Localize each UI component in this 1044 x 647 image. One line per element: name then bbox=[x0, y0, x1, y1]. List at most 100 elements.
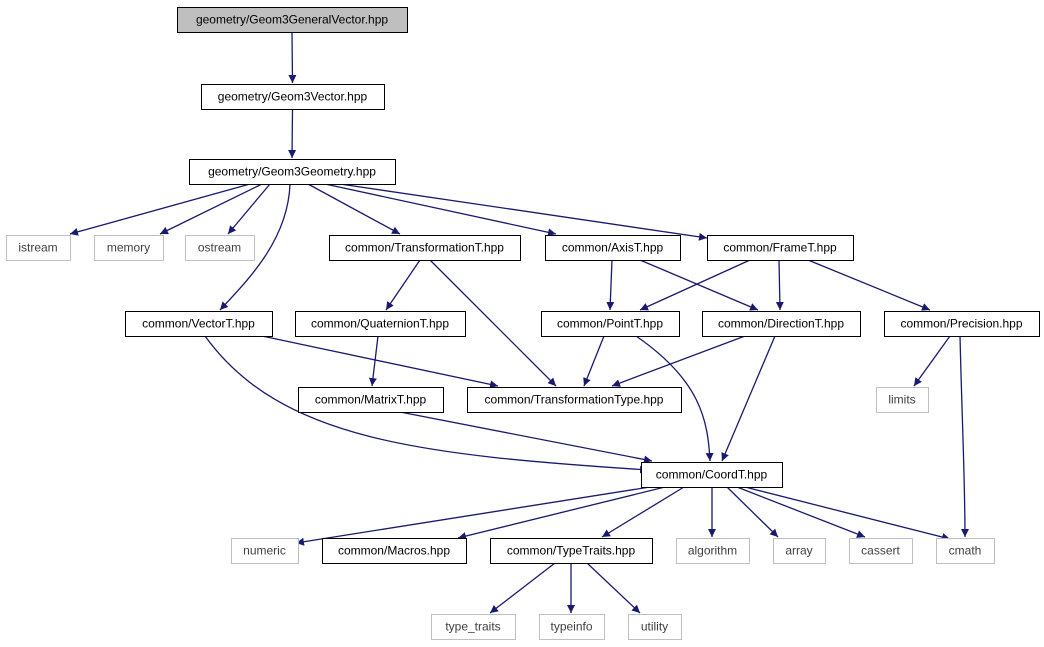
node-typeinfo: typeinfo bbox=[539, 614, 605, 640]
edge-framet-to-precision bbox=[807, 259, 931, 311]
node-label: common/FrameT.hpp bbox=[723, 241, 837, 255]
node-typetraits[interactable]: common/TypeTraits.hpp bbox=[490, 538, 653, 564]
node-label: cassert bbox=[861, 544, 900, 558]
node-box bbox=[295, 311, 466, 337]
node-box bbox=[231, 538, 299, 564]
edge-geom3geometry-to-vectort bbox=[219, 183, 291, 311]
node-box bbox=[177, 7, 408, 33]
node-box bbox=[467, 387, 682, 413]
node-label: geometry/Geom3Vector.hpp bbox=[218, 90, 368, 104]
node-label: geometry/Geom3Geometry.hpp bbox=[208, 165, 376, 179]
node-transformationtype[interactable]: common/TransformationType.hpp bbox=[467, 387, 682, 413]
edge-framet-to-pointt bbox=[639, 259, 751, 311]
node-label: array bbox=[785, 544, 812, 558]
node-axist[interactable]: common/AxisT.hpp bbox=[545, 235, 681, 261]
node-box bbox=[884, 311, 1040, 337]
node-label: common/TransformationT.hpp bbox=[345, 241, 504, 255]
node-box bbox=[322, 538, 467, 564]
node-geom3generalvector[interactable]: geometry/Geom3GeneralVector.hpp bbox=[177, 7, 408, 33]
node-matrixt[interactable]: common/MatrixT.hpp bbox=[298, 387, 444, 413]
edge-directiont-to-coordt bbox=[721, 335, 776, 462]
node-algorithm: algorithm bbox=[676, 538, 750, 564]
node-limits: limits bbox=[876, 387, 929, 413]
edge-typetraits-to-type_traits bbox=[489, 562, 556, 614]
edge-coordt-to-cmath bbox=[744, 486, 951, 541]
node-label: typeinfo bbox=[550, 620, 592, 634]
node-box bbox=[773, 538, 826, 564]
node-box bbox=[329, 235, 521, 261]
node-box bbox=[185, 235, 255, 261]
node-precision[interactable]: common/Precision.hpp bbox=[884, 311, 1040, 337]
node-label: common/PointT.hpp bbox=[557, 317, 663, 331]
node-numeric: numeric bbox=[231, 538, 299, 564]
node-label: common/Precision.hpp bbox=[900, 317, 1022, 331]
node-geom3geometry[interactable]: geometry/Geom3Geometry.hpp bbox=[189, 159, 396, 185]
node-label: common/MatrixT.hpp bbox=[315, 393, 427, 407]
node-label: common/DirectionT.hpp bbox=[718, 317, 844, 331]
node-label: common/Macros.hpp bbox=[338, 544, 450, 558]
node-pointt[interactable]: common/PointT.hpp bbox=[541, 311, 680, 337]
node-box bbox=[628, 614, 682, 640]
node-label: common/CoordT.hpp bbox=[656, 468, 768, 482]
node-label: memory bbox=[107, 241, 150, 255]
node-framet[interactable]: common/FrameT.hpp bbox=[707, 235, 854, 261]
edge-quaterniont-to-matrixt bbox=[368, 335, 379, 387]
node-utility: utility bbox=[628, 614, 682, 640]
edge-coordt-to-macros bbox=[457, 486, 666, 540]
edge-geom3geometry-to-memory bbox=[159, 183, 263, 235]
node-label: geometry/Geom3GeneralVector.hpp bbox=[196, 13, 388, 27]
node-label: common/TypeTraits.hpp bbox=[507, 544, 636, 558]
node-label: ostream bbox=[198, 241, 241, 255]
node-macros[interactable]: common/Macros.hpp bbox=[322, 538, 467, 564]
edge-geom3geometry-to-istream bbox=[69, 183, 251, 236]
edge-precision-to-cmath bbox=[959, 335, 969, 538]
edge-transformationt-to-transformationtype bbox=[429, 259, 557, 387]
node-box bbox=[539, 614, 605, 640]
node-box bbox=[702, 311, 861, 337]
node-label: cmath bbox=[949, 544, 982, 558]
edge-coordt-to-array bbox=[726, 486, 779, 538]
node-label: istream bbox=[18, 241, 57, 255]
node-box bbox=[490, 538, 653, 564]
node-quaterniont[interactable]: common/QuaternionT.hpp bbox=[295, 311, 466, 337]
node-label: common/QuaternionT.hpp bbox=[311, 317, 449, 331]
node-box bbox=[707, 235, 854, 261]
node-layer: geometry/Geom3GeneralVector.hpp geometry/… bbox=[6, 7, 1040, 640]
node-label: common/VectorT.hpp bbox=[142, 317, 255, 331]
node-box bbox=[849, 538, 913, 564]
edge-precision-to-limits bbox=[913, 335, 951, 387]
node-vectort[interactable]: common/VectorT.hpp bbox=[125, 311, 273, 337]
edge-geom3geometry-to-ostream bbox=[227, 183, 271, 235]
edge-transformationt-to-quaterniont bbox=[385, 259, 421, 311]
edge-coordt-to-typetraits bbox=[601, 486, 685, 538]
edge-axist-to-pointt bbox=[606, 259, 615, 311]
edge-typetraits-to-utility bbox=[586, 562, 641, 614]
node-label: utility bbox=[641, 620, 668, 634]
node-box bbox=[545, 235, 681, 261]
node-box bbox=[676, 538, 750, 564]
edge-coordt-to-numeric bbox=[295, 486, 651, 546]
node-type_traits: type_traits bbox=[431, 614, 516, 640]
edge-vectort-to-transformationtype bbox=[261, 335, 499, 389]
node-transformationt[interactable]: common/TransformationT.hpp bbox=[329, 235, 521, 261]
node-box bbox=[936, 538, 995, 564]
node-geom3vector[interactable]: geometry/Geom3Vector.hpp bbox=[201, 84, 385, 110]
edge-vectort-to-coordt bbox=[204, 335, 649, 474]
node-cmath: cmath bbox=[936, 538, 995, 564]
node-ostream: ostream bbox=[185, 235, 255, 261]
node-label: numeric bbox=[243, 544, 286, 558]
node-box bbox=[189, 159, 396, 185]
edge-geom3vector-to-geom3geometry bbox=[288, 108, 297, 159]
edge-geom3geometry-to-transformationt bbox=[307, 183, 401, 235]
node-coordt[interactable]: common/CoordT.hpp bbox=[641, 462, 783, 488]
node-box bbox=[876, 387, 929, 413]
edge-framet-to-directiont bbox=[775, 259, 784, 311]
edge-geom3generalvector-to-geom3vector bbox=[288, 31, 297, 84]
node-directiont[interactable]: common/DirectionT.hpp bbox=[702, 311, 861, 337]
node-label: common/TransformationType.hpp bbox=[485, 393, 664, 407]
node-label: limits bbox=[888, 393, 915, 407]
edge-layer bbox=[69, 31, 969, 614]
node-box bbox=[125, 311, 273, 337]
edge-pointt-to-coordt bbox=[635, 335, 714, 462]
